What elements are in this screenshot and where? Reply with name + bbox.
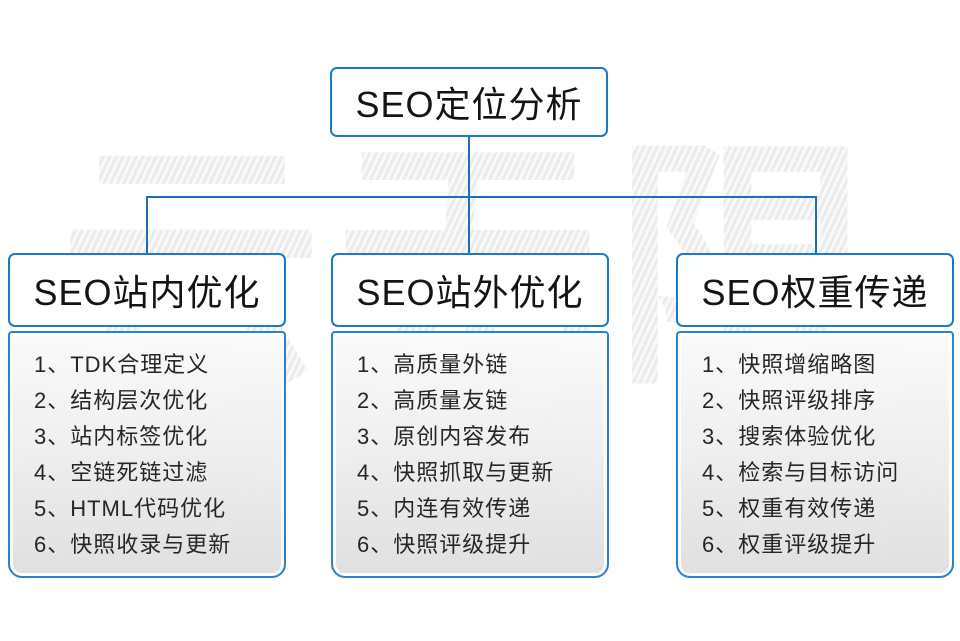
- onsite-item-list: 1、TDK合理定义 2、结构层次优化 3、站内标签优化 4、空链死链过滤 5、HTML代…: [10, 333, 284, 563]
- list-item: 6、快照收录与更新: [34, 532, 232, 557]
- list-item: 5、内连有效传递: [357, 496, 532, 521]
- root-node-title: SEO定位分析: [355, 84, 583, 125]
- list-item: 6、权重评级提升: [702, 532, 877, 557]
- connector-drop-center: [468, 196, 470, 254]
- list-item: 4、快照抓取与更新: [357, 460, 555, 485]
- column-title: SEO站外优化: [356, 272, 584, 313]
- column-header-onsite-optimization: SEO站内优化: [8, 253, 286, 327]
- column-title: SEO权重传递: [701, 272, 929, 313]
- list-item: 2、高质量友链: [357, 388, 509, 413]
- connector-drop-right: [815, 196, 817, 254]
- list-item: 2、结构层次优化: [34, 388, 209, 413]
- list-item: 5、权重有效传递: [702, 496, 877, 521]
- list-panel-onsite: 1、TDK合理定义 2、结构层次优化 3、站内标签优化 4、空链死链过滤 5、HTML代…: [8, 331, 286, 578]
- list-item: 2、快照评级排序: [702, 388, 877, 413]
- list-item: 3、站内标签优化: [34, 424, 209, 449]
- list-item: 1、高质量外链: [357, 352, 509, 377]
- connector-root-stem: [468, 137, 470, 198]
- weight-item-list: 1、快照增缩略图 2、快照评级排序 3、搜索体验优化 4、检索与目标访问 5、权重有效传…: [678, 333, 952, 563]
- list-panel-weight: 1、快照增缩略图 2、快照评级排序 3、搜索体验优化 4、检索与目标访问 5、权重有效传…: [676, 331, 954, 578]
- list-item: 3、搜索体验优化: [702, 424, 877, 449]
- connector-drop-left: [146, 196, 148, 254]
- list-item: 1、TDK合理定义: [34, 352, 210, 377]
- column-title: SEO站内优化: [33, 272, 261, 313]
- list-item: 6、快照评级提升: [357, 532, 532, 557]
- root-node-seo-positioning: SEO定位分析: [330, 67, 608, 137]
- connector-horizontal: [146, 196, 817, 198]
- column-header-offsite-optimization: SEO站外优化: [331, 253, 609, 327]
- list-item: 5、HTML代码优化: [34, 496, 227, 521]
- list-item: 1、快照增缩略图: [702, 352, 877, 377]
- list-item: 3、原创内容发布: [357, 424, 532, 449]
- list-panel-offsite: 1、高质量外链 2、高质量友链 3、原创内容发布 4、快照抓取与更新 5、内连有效传递 6…: [331, 331, 609, 578]
- list-item: 4、检索与目标访问: [702, 460, 900, 485]
- list-item: 4、空链死链过滤: [34, 460, 209, 485]
- column-header-weight-transfer: SEO权重传递: [676, 253, 954, 327]
- offsite-item-list: 1、高质量外链 2、高质量友链 3、原创内容发布 4、快照抓取与更新 5、内连有效传递 6…: [333, 333, 607, 563]
